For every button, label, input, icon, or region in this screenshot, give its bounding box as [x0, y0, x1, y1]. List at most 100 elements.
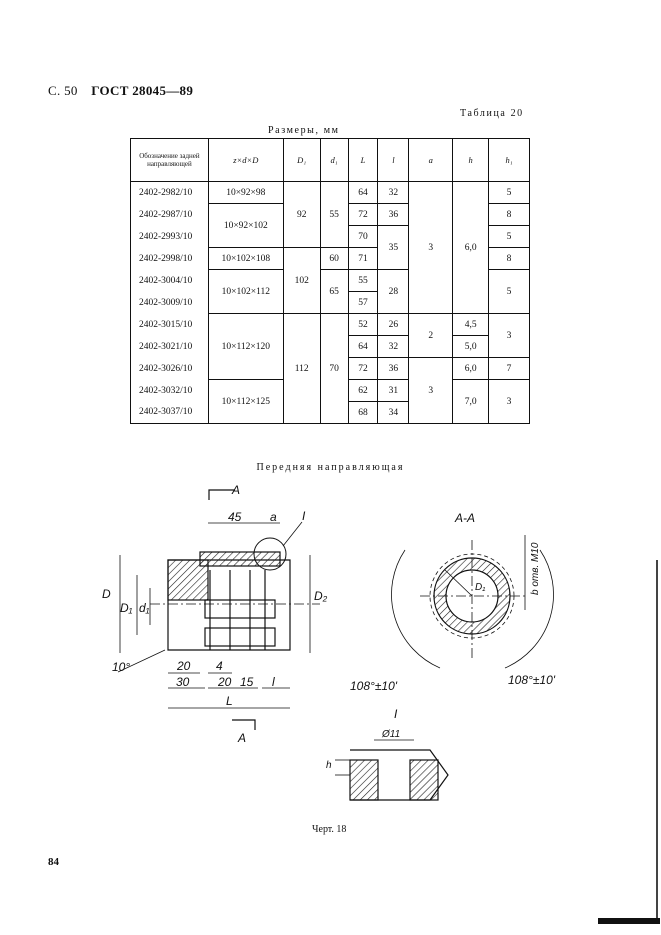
- col-header-zdD: z×d×D: [207, 138, 284, 182]
- table-row: 2402-3032/10 10×112×125 62 31 7,0 3: [130, 379, 530, 424]
- section-mark-top: [208, 489, 235, 500]
- cell-L: 71: [347, 247, 379, 270]
- section-view-labels: А-А 108°±10' 108°±10' D₁ b отв. М10: [350, 511, 556, 693]
- cell-h1: 8: [488, 203, 530, 226]
- table-row: 2402-2987/10 10×92×102 72 36 8: [130, 203, 530, 248]
- label-dim-D: D: [102, 587, 111, 601]
- cell-h1: 5: [488, 225, 530, 248]
- cell-h1: 5: [488, 181, 530, 204]
- detail-outline: [350, 749, 449, 801]
- label-dim-30: 30: [176, 675, 190, 689]
- cell-l: 32: [377, 181, 410, 204]
- label-dim-phi11: Ø11: [381, 729, 400, 740]
- standard-label: ГОСТ 28045—89: [91, 83, 194, 98]
- cell-l: 28: [377, 269, 410, 314]
- hatched-top-rim: [199, 551, 281, 567]
- col-header-d1: d₁: [319, 138, 349, 182]
- table-row: 2402-2998/10 10×102×108 102 60 71 8: [130, 247, 530, 314]
- col-header-l: l: [377, 138, 410, 182]
- label-dim-45: 45: [228, 510, 242, 524]
- cell-l: 31: [377, 379, 410, 402]
- cell-l: 34: [377, 401, 410, 424]
- label-thread: b отв. М10: [530, 542, 541, 595]
- radius-line: [444, 569, 473, 597]
- cell-designation: 2402-3021/10: [130, 335, 209, 358]
- detail-leader: [282, 521, 303, 547]
- cell-zdD: 10×112×120: [207, 313, 284, 380]
- table-caption: Размеры, мм: [268, 125, 340, 136]
- col-header-L: L: [347, 138, 379, 182]
- cell-h1: 3: [488, 313, 530, 358]
- table-row: 2402-2993/10 70 35 5: [130, 225, 530, 270]
- label-dim-l: l: [272, 675, 275, 689]
- cell-l: 36: [377, 357, 410, 380]
- table-row: 2402-2982/10 10×92×98 92 55 64 32 3 6,0 …: [130, 181, 530, 314]
- cell-h1: 7: [488, 357, 530, 380]
- cell-l: 36: [377, 203, 410, 226]
- dimensions-table: Обозначение задней направляющей z×d×D D₁…: [130, 138, 530, 424]
- scan-edge-bar: [598, 918, 660, 924]
- hatched-flange: [167, 559, 209, 601]
- label-detail-i: I: [302, 509, 306, 523]
- side-view-labels: А 45 a I D D₁ d₁ D₂ 10° 20 30 4 20 15 l …: [102, 483, 328, 745]
- cell-zdD: 10×92×102: [207, 203, 284, 248]
- label-dim-20b: 20: [217, 675, 232, 689]
- label-dim-D2: D₂: [314, 589, 328, 603]
- label-dim-15: 15: [240, 675, 254, 689]
- cell-a: 2: [408, 313, 454, 358]
- cell-L: 57: [347, 291, 379, 314]
- section-view: [391, 535, 554, 669]
- section-title: Передняя направляющая: [256, 462, 405, 473]
- label-section-D1: D₁: [475, 582, 485, 593]
- label-dim-h: h: [326, 760, 332, 771]
- label-section-a-top: А: [231, 483, 240, 497]
- cell-d1: 65: [319, 269, 349, 314]
- label-detail-title: I: [394, 707, 398, 721]
- scan-edge-line: [656, 560, 658, 920]
- slot-lower: [204, 627, 276, 647]
- detail-view-labels: I Ø11 h: [326, 707, 400, 771]
- label-dim-L: L: [226, 694, 233, 708]
- cell-zdD: 10×112×125: [207, 379, 284, 424]
- label-dim-4: 4: [216, 659, 223, 673]
- cell-d1: 60: [319, 247, 349, 270]
- dim-10deg-line: [117, 649, 166, 673]
- col-header-a: a: [408, 138, 454, 182]
- cell-h: 6,0: [452, 181, 490, 314]
- cell-h1: 3: [488, 379, 530, 424]
- cell-designation: 2402-2993/10: [130, 225, 209, 248]
- detail-hatch-right: [409, 759, 439, 801]
- cell-zdD: 10×92×98: [207, 181, 284, 204]
- cell-a: 3: [408, 181, 454, 314]
- label-dim-d1: d₁: [139, 601, 150, 615]
- cell-h1: 8: [488, 247, 530, 270]
- label-angle-left: 108°±10': [350, 679, 398, 693]
- cell-h1: 5: [488, 269, 530, 314]
- page-header: С. 50 ГОСТ 28045—89: [48, 83, 193, 99]
- table-row: 2402-3004/10 10×102×112 65 55 28 5: [130, 269, 530, 314]
- cell-zdD: 10×102×108: [207, 247, 284, 270]
- page-number: 84: [48, 856, 59, 868]
- table-row: 2402-3009/10 57: [130, 291, 530, 314]
- page-label: С. 50: [48, 83, 78, 98]
- label-dim-a: a: [270, 510, 277, 524]
- figure-caption: Черт. 18: [312, 824, 347, 835]
- cell-l: 35: [377, 225, 410, 270]
- detail-hatch-left: [349, 759, 379, 801]
- col-header-D1: D₁: [282, 138, 321, 182]
- table-row: 2402-3015/10 10×112×120 112 70 52 26 2 4…: [130, 313, 530, 424]
- cell-designation: 2402-3009/10: [130, 291, 209, 314]
- label-dim-D1: D₁: [120, 601, 133, 615]
- label-dim-10deg: 10°: [112, 660, 130, 674]
- cell-d1: 55: [319, 181, 349, 248]
- side-view: [117, 489, 320, 730]
- label-section-aa: А-А: [454, 511, 475, 525]
- cell-l: 26: [377, 313, 410, 336]
- cell-zdD: 10×102×112: [207, 269, 284, 314]
- label-dim-20a: 20: [176, 659, 191, 673]
- table-row: 2402-3026/10 72 36 3 6,0 7: [130, 357, 530, 424]
- col-header-h1: h₁: [488, 138, 530, 182]
- table-number: Таблица 20: [460, 108, 524, 119]
- cell-h: 5,0: [452, 335, 490, 358]
